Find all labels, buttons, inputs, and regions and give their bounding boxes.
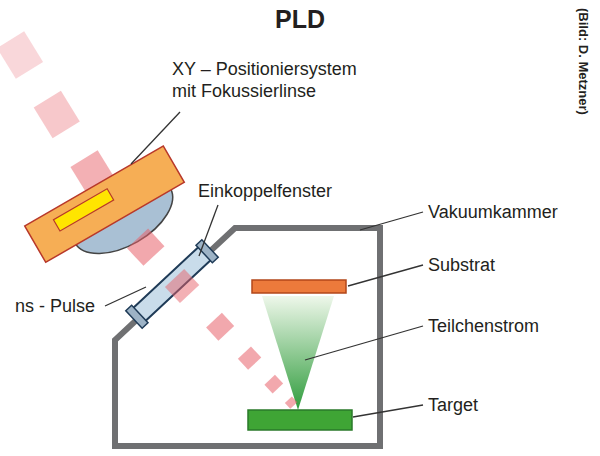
laser-pulses	[0, 31, 117, 197]
target	[248, 410, 352, 430]
image-credit: (Bild: D. Metzner)	[575, 8, 591, 115]
part-label: Substrat	[428, 254, 495, 276]
laser-pulse	[238, 347, 261, 370]
part-label: Einkoppelfenster	[198, 180, 332, 202]
leader-line	[360, 212, 423, 230]
leader-line	[131, 112, 180, 164]
laser-pulse	[165, 269, 199, 303]
leader-line	[305, 326, 423, 360]
leader-line	[199, 205, 218, 256]
particle-plume	[262, 296, 334, 410]
vacuum-chamber	[115, 228, 380, 446]
leader-lines	[105, 112, 423, 417]
laser-pulse	[285, 396, 297, 408]
window-flange	[196, 240, 218, 263]
laser-pulses	[127, 229, 297, 409]
laser-pulse	[34, 91, 80, 138]
laser-pulse	[0, 31, 43, 78]
window-flange	[126, 305, 148, 328]
part-label: ns - Pulse	[15, 295, 95, 317]
laser-pulse	[264, 375, 283, 394]
substrate	[252, 280, 346, 293]
xy-positioner	[25, 146, 199, 287]
part-label: XY – Positioniersystem mit Fokussierlins…	[172, 58, 373, 102]
part-label: Target	[428, 394, 478, 416]
leader-line	[105, 287, 146, 306]
leader-line	[348, 265, 423, 286]
diagram-title: PLD	[275, 4, 325, 34]
laser-pulse	[127, 229, 164, 266]
part-label: Vakuumkammer	[428, 201, 558, 223]
laser-pulse	[206, 313, 234, 341]
leader-line	[353, 405, 423, 417]
positioner-slider	[53, 189, 113, 231]
part-label: Teilchenstrom	[428, 315, 539, 337]
